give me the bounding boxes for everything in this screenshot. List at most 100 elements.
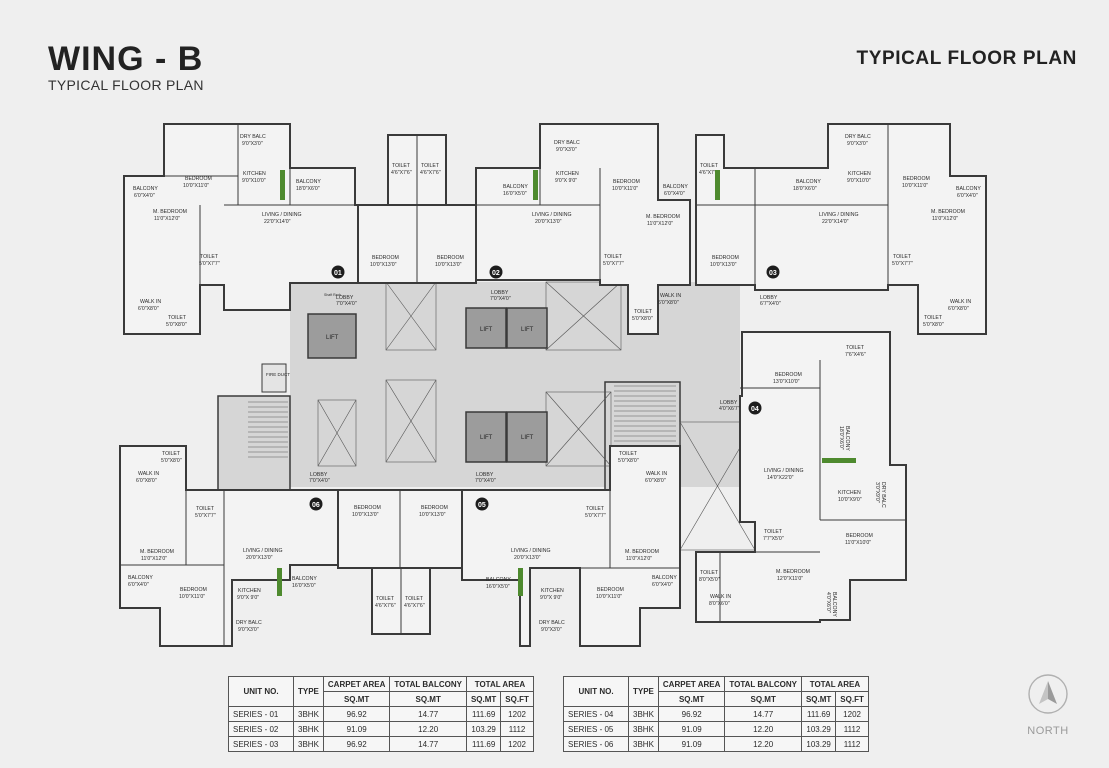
svg-text:TOILET: TOILET [200,254,219,260]
svg-text:TOILET: TOILET [634,309,653,315]
svg-text:9'0"X3'0": 9'0"X3'0" [242,141,263,147]
svg-text:BEDROOM: BEDROOM [180,587,207,593]
svg-text:4'6"X7'6": 4'6"X7'6" [391,170,412,176]
svg-text:10'0"X9'0": 10'0"X9'0" [838,497,862,503]
svg-text:10'0"X13'0": 10'0"X13'0" [352,512,379,518]
svg-text:BALCONY: BALCONY [652,575,677,581]
svg-text:TOILET: TOILET [196,506,215,512]
svg-text:M. BEDROOM: M. BEDROOM [931,209,965,215]
svg-text:TOILET: TOILET [168,315,187,321]
svg-text:BEDROOM: BEDROOM [372,255,399,261]
svg-text:BALCONY: BALCONY [133,186,158,192]
svg-text:TOILET: TOILET [421,163,440,169]
svg-text:9'0"X3'0": 9'0"X3'0" [541,627,562,633]
svg-text:DRY BALC: DRY BALC [554,140,580,146]
svg-text:TOILET: TOILET [162,451,181,457]
svg-text:9'0"X 9'0": 9'0"X 9'0" [237,595,259,601]
svg-text:M. BEDROOM: M. BEDROOM [625,549,659,555]
svg-text:6'0"X8'0": 6'0"X8'0" [948,306,969,312]
svg-text:4'6"X7'6": 4'6"X7'6" [699,170,720,176]
svg-text:KITCHEN: KITCHEN [238,588,261,594]
svg-text:5'0"X8'0": 5'0"X8'0" [166,322,187,328]
svg-text:BEDROOM: BEDROOM [775,372,802,378]
svg-text:18'0"X6'0": 18'0"X6'0" [838,426,844,450]
svg-text:LIFT: LIFT [521,435,534,441]
svg-text:M. BEDROOM: M. BEDROOM [776,569,810,575]
unit-06 [119,445,339,647]
unit-markers: 01 02 03 04 05 06 [309,265,780,511]
svg-text:BEDROOM: BEDROOM [846,533,873,539]
svg-text:9'0"X 9'0": 9'0"X 9'0" [555,178,577,184]
svg-text:11'0"X12'0": 11'0"X12'0" [154,216,180,222]
svg-text:TOILET: TOILET [846,345,865,351]
staircase-left [248,401,288,458]
unit-marker-05 [475,497,489,511]
floor-plan: LIFT LIFT LIFT LIFT LIFT FIRE DUCT DRY B… [119,123,987,647]
svg-text:5'0"X7'7": 5'0"X7'7" [603,261,624,267]
svg-text:BEDROOM: BEDROOM [613,179,640,185]
svg-text:LIVING / DINING: LIVING / DINING [262,212,302,218]
svg-text:5'0"X7'7": 5'0"X7'7" [585,513,606,519]
svg-text:WALK IN: WALK IN [950,299,971,305]
svg-text:9'0"X3'0": 9'0"X3'0" [556,147,577,153]
col-carpet-area: CARPET AREA [322,676,391,692]
svg-text:6'0"X8'0": 6'0"X8'0" [645,478,666,484]
svg-text:KITCHEN: KITCHEN [556,171,579,177]
svg-text:DRY BALC: DRY BALC [845,134,871,140]
svg-text:TOILET: TOILET [924,315,943,321]
svg-text:LOBBY: LOBBY [760,295,778,301]
svg-text:BALCONY: BALCONY [486,577,511,583]
svg-text:8'0"X5'0": 8'0"X5'0" [699,577,720,583]
svg-text:LIVING / DINING: LIVING / DINING [532,212,572,218]
svg-text:5'0"X7'7": 5'0"X7'7" [195,513,216,519]
svg-text:TOILET: TOILET [586,506,605,512]
unit-marker-04 [748,401,762,415]
svg-text:8'0"X6'0": 8'0"X6'0" [709,601,730,607]
svg-text:6'0"X8'0": 6'0"X8'0" [658,300,679,306]
svg-text:LIVING / DINING: LIVING / DINING [511,548,551,554]
unit-02 [475,123,691,335]
svg-text:5'0"X8'0": 5'0"X8'0" [618,458,639,464]
svg-text:DRY BALC: DRY BALC [240,134,266,140]
svg-text:WALK IN: WALK IN [140,299,161,305]
svg-text:12'0"X11'0": 12'0"X11'0" [777,576,803,582]
area-table-right: UNIT NO. TYPE CARPET AREA TOTAL BALCONY … [563,676,869,752]
svg-text:10'0"X13'0": 10'0"X13'0" [370,262,397,268]
svg-text:LIVING / DINING: LIVING / DINING [819,212,859,218]
svg-text:02: 02 [492,270,500,277]
svg-text:10'0"X13'0": 10'0"X13'0" [435,262,462,268]
svg-text:16'0"X5'0": 16'0"X5'0" [503,191,527,197]
area-table-left: UNIT NO. TYPE CARPET AREA TOTAL BALCONY … [228,676,534,752]
col-total-balcony: TOTAL BALCONY [389,676,467,692]
svg-text:M. BEDROOM: M. BEDROOM [140,549,174,555]
unit-05 [461,445,681,647]
svg-text:LIFT: LIFT [480,435,493,441]
svg-text:TOILET: TOILET [604,254,623,260]
svg-text:TOILET: TOILET [405,596,424,602]
svg-text:7'0"X4'0": 7'0"X4'0" [490,296,511,302]
svg-text:18'0"X6'0": 18'0"X6'0" [296,186,320,192]
svg-text:LIFT: LIFT [480,327,493,333]
svg-text:11'0"X12'0": 11'0"X12'0" [141,556,167,562]
svg-text:BALCONY: BALCONY [292,576,317,582]
svg-text:6'0"X4'0": 6'0"X4'0" [652,582,673,588]
svg-text:BEDROOM: BEDROOM [712,255,739,261]
col-total-area: TOTAL AREA [465,676,534,692]
svg-text:16'0"X5'0": 16'0"X5'0" [486,584,510,590]
svg-text:LIVING / DINING: LIVING / DINING [243,548,283,554]
svg-text:WALK IN: WALK IN [646,471,667,477]
unit-01 [123,123,359,335]
svg-text:BEDROOM: BEDROOM [597,587,624,593]
svg-text:3'0"X9'0": 3'0"X9'0" [874,482,880,503]
svg-text:6'0"X4'0": 6'0"X4'0" [664,191,685,197]
unit-marker-01 [331,265,345,279]
svg-text:TOILET: TOILET [700,570,719,576]
fire-duct-label: FIRE DUCT [266,372,290,377]
unit-03 [695,123,987,335]
svg-text:M. BEDROOM: M. BEDROOM [646,214,680,220]
svg-text:KITCHEN: KITCHEN [848,171,871,177]
svg-text:KITCHEN: KITCHEN [838,490,861,496]
svg-text:LIVING / DINING: LIVING / DINING [764,468,804,474]
